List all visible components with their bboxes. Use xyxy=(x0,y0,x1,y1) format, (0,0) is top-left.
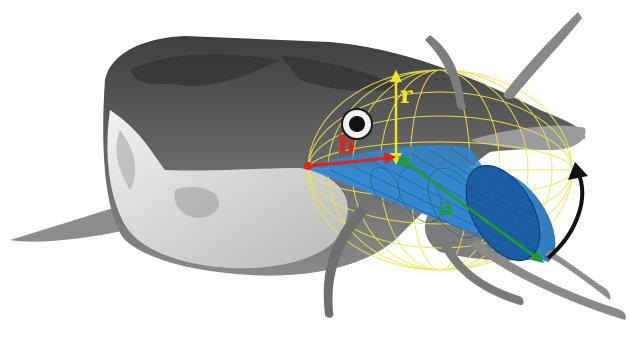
label-b: b xyxy=(338,130,355,159)
barbel-top-right xyxy=(504,12,582,99)
label-r: r xyxy=(400,80,413,109)
label-a: a xyxy=(438,192,454,221)
